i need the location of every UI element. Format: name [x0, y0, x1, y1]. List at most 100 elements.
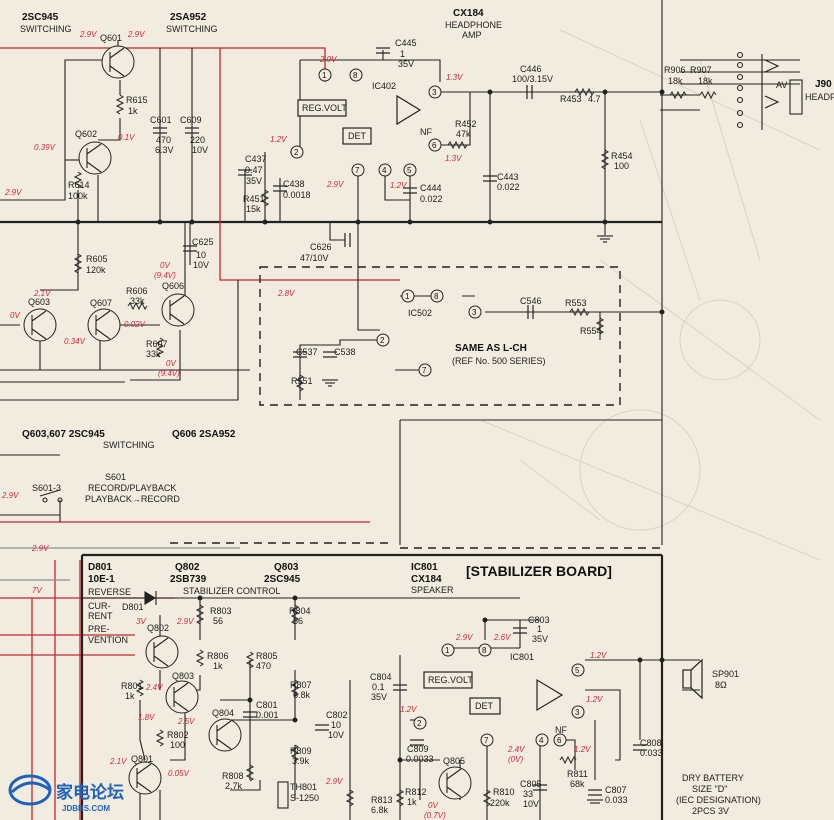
pin-ic402-8: 8	[349, 68, 363, 82]
transistor-q603	[23, 308, 57, 342]
same-as-lch-ref: (REF No. 500 SERIES)	[452, 356, 546, 366]
voltage-label: 0.1V	[118, 133, 135, 142]
svg-text:1: 1	[322, 71, 327, 80]
pin-ic801-7: 7	[480, 733, 494, 747]
th801-label: TH801	[290, 782, 317, 792]
r813-value: 6.8k	[371, 805, 389, 815]
capacitor-c537	[293, 351, 307, 358]
q802-name-label: Q802	[175, 562, 200, 573]
r807-label: R807	[290, 680, 312, 690]
c802-value-1: 10	[331, 720, 341, 730]
pin-ic801-8: 8	[478, 643, 492, 657]
d801-type-label: 10E-1	[88, 574, 115, 585]
svg-text:7: 7	[355, 166, 360, 175]
r808-value: 2.7k	[225, 781, 243, 791]
resistor-r551	[295, 374, 305, 392]
transistor-q802	[145, 635, 179, 669]
ic402-name-label: CX184	[453, 8, 484, 19]
pin-ic801-6: 6	[553, 733, 567, 747]
c609-value-2: 10V	[192, 145, 208, 155]
capacitor-c438	[273, 185, 287, 192]
voltage-label: 2.9V	[31, 544, 49, 553]
capacitor-c443	[483, 175, 497, 182]
svg-text:3: 3	[472, 308, 477, 317]
lch-labels: IC502 C546 R553 R554 C537 C538 R551 SAME…	[291, 296, 602, 386]
r807-value: 6.8k	[293, 690, 311, 700]
c809-value: 0.0033	[406, 754, 434, 764]
c807-label: C807	[605, 785, 627, 795]
c807-value: 0.033	[605, 795, 628, 805]
capacitor-c609	[185, 127, 199, 134]
r614-value: 100k	[68, 191, 88, 201]
voltage-label: 7V	[32, 586, 42, 595]
r806-value: 1k	[213, 661, 223, 671]
pin-ic402-4: 4	[378, 163, 392, 177]
voltage-label: 2.9V	[176, 617, 194, 626]
battery-label-2: SIZE "D"	[692, 784, 727, 794]
voltage-label: 1.8V	[138, 713, 155, 722]
pin-ic402-2: 2	[290, 145, 304, 159]
voltage-label: 0V	[428, 801, 438, 810]
svg-text:7: 7	[484, 736, 489, 745]
capacitors	[153, 47, 647, 796]
c444-label: C444	[420, 183, 442, 193]
capacitor-c803	[513, 627, 527, 634]
q804-label: Q804	[212, 708, 234, 718]
voltage-label: 1.2V	[590, 651, 607, 660]
pin-ic801-5: 5	[571, 663, 585, 677]
c538-label: C538	[334, 347, 356, 357]
svg-text:8: 8	[482, 646, 487, 655]
q803-label: Q803	[172, 671, 194, 681]
r453-value: 4.7	[588, 94, 601, 104]
switch-s601-3	[39, 489, 63, 503]
ic801-box-label: IC801	[510, 652, 534, 662]
voltage-label: (0.7V)	[424, 811, 446, 820]
c804-value-2: 35V	[371, 692, 387, 702]
r551-label: R551	[291, 376, 313, 386]
av-label: AV	[776, 80, 787, 90]
resistor-r906	[669, 90, 687, 100]
r605-label: R605	[86, 254, 108, 264]
r808-label: R808	[222, 771, 244, 781]
q603-label: Q603	[28, 297, 50, 307]
voltage-label: 2.9V	[79, 30, 97, 39]
voltage-label: 0.05V	[168, 769, 190, 778]
pin-ic502-3: 3	[468, 305, 482, 319]
c804-value-1: 0.1	[372, 682, 385, 692]
r811-value: 68k	[570, 779, 585, 789]
q607-label: Q607	[90, 298, 112, 308]
r453-label: R453	[560, 94, 582, 104]
ic402-nf-label: NF	[420, 127, 432, 137]
r809-label: R809	[290, 746, 312, 756]
pin-ic402-3: 3	[428, 85, 442, 99]
c438-value: 0.0018	[283, 190, 311, 200]
ic402-det-box	[342, 127, 372, 145]
r812-label: R812	[405, 787, 427, 797]
ic801-name-label: IC801	[411, 562, 438, 573]
c803-label: C803	[528, 615, 550, 625]
pin-ic801-3: 3	[571, 705, 585, 719]
resistor-r452	[447, 140, 468, 150]
c601-value-2: 6.3V	[155, 145, 174, 155]
pin-ic502-8: 8	[430, 289, 444, 303]
ground-c443	[597, 235, 613, 243]
resistor-r807	[290, 679, 300, 697]
watermark-text: 家电论坛	[56, 782, 124, 802]
c626-value: 47/10V	[300, 253, 329, 263]
svg-text:8: 8	[353, 71, 358, 80]
capacitor-c546	[527, 305, 534, 319]
resistor-r907	[699, 90, 717, 100]
resistor-r454	[600, 149, 610, 170]
c626-label: C626	[310, 242, 332, 252]
ic801-amp-triangle	[536, 678, 564, 712]
ground-c807	[587, 799, 603, 804]
watermark-logo: 家电论坛 JDBBS.COM	[8, 774, 124, 813]
r810-label: R810	[493, 787, 515, 797]
svg-text:3: 3	[432, 88, 437, 97]
svg-text:4: 4	[539, 736, 544, 745]
voltage-label: 0.02V	[124, 320, 146, 329]
voltage-label: 0.39V	[34, 143, 56, 152]
voltage-label: 2.9V	[1, 491, 19, 500]
voltage-label: 2.9V	[127, 30, 145, 39]
ic402-role1-label: HEADPHONE	[445, 20, 502, 30]
